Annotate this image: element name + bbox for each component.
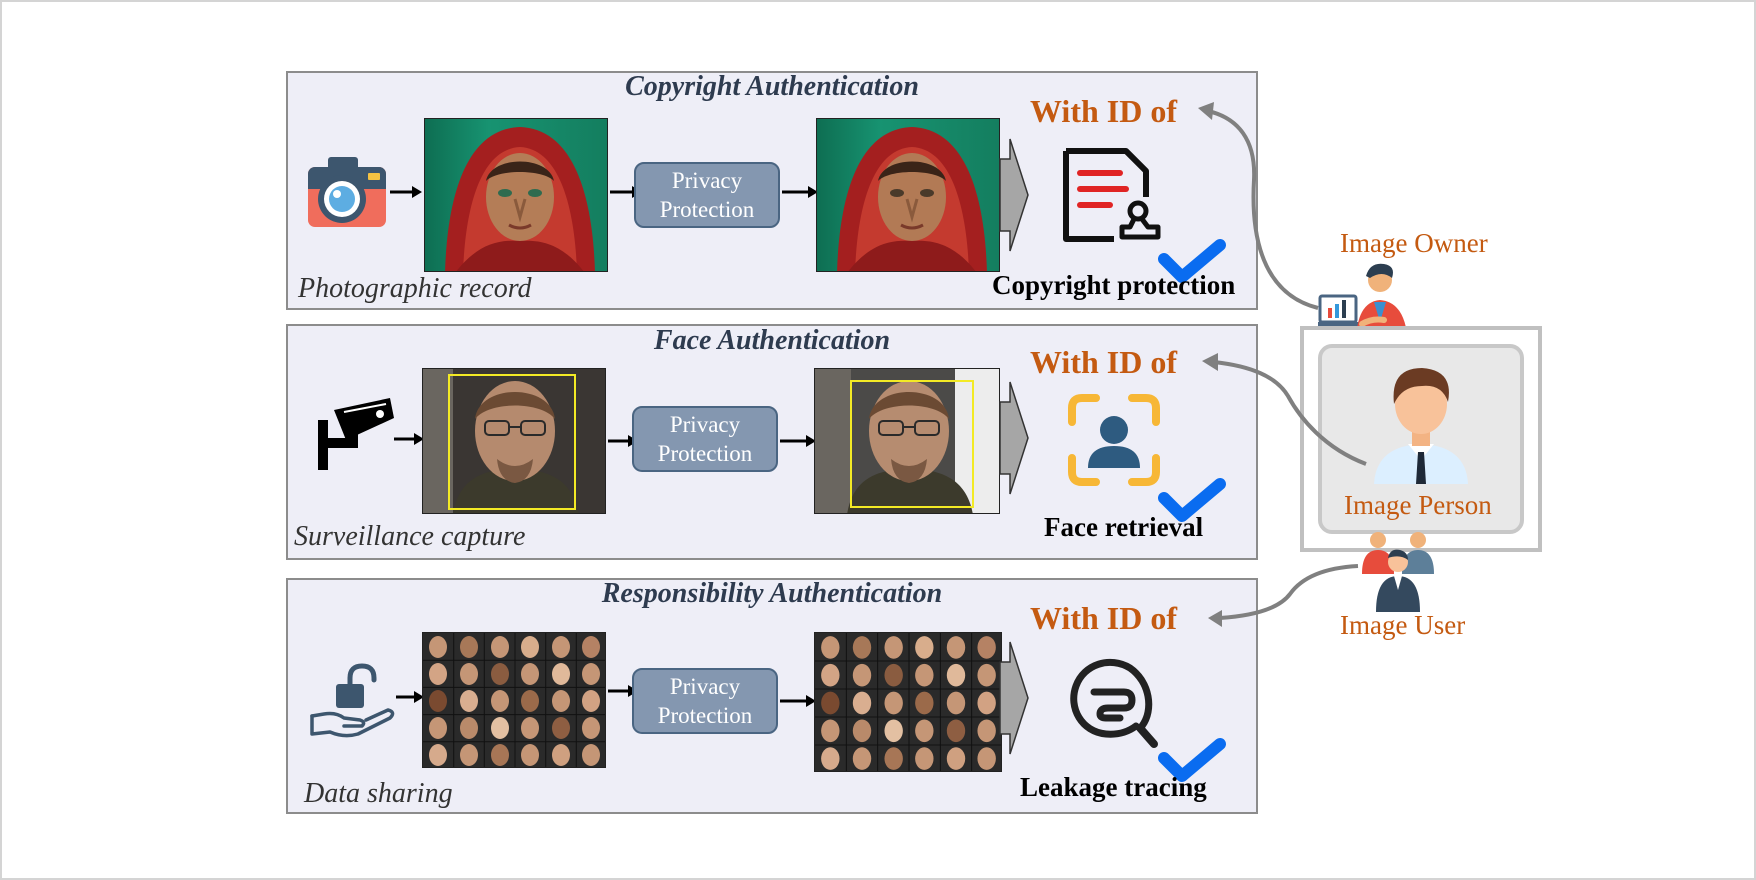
original-photo: [424, 118, 608, 272]
face-scan-icon: [1068, 394, 1160, 486]
panel-title: Face Authentication: [653, 325, 891, 356]
check-icon: [1158, 239, 1226, 283]
image-user-icon: [1362, 532, 1434, 612]
process-label-line: Protection: [657, 703, 753, 728]
camera-icon: [308, 157, 386, 227]
leakage-search-icon: [1070, 658, 1158, 748]
protected-face-photo: [814, 368, 1000, 514]
privacy-protection-box: Privacy Protection: [632, 668, 778, 734]
image-owner-label: Image Owner: [1340, 228, 1488, 258]
with-id-label: With ID of: [1030, 600, 1177, 636]
process-label-line: Protection: [657, 441, 753, 466]
arrow: [390, 186, 422, 198]
with-id-label: With ID of: [1030, 344, 1177, 380]
panel-responsibility: Responsibility Authentication Data shari…: [286, 578, 1258, 814]
image-person-icon: [1374, 368, 1468, 484]
result-label: Leakage tracing: [1020, 772, 1207, 802]
original-face-photo: [422, 368, 606, 514]
certificate-stamp-icon: [1063, 148, 1161, 242]
panel-subtitle: Data sharing: [304, 778, 453, 809]
result-label: Copyright protection: [992, 270, 1236, 300]
panel-subtitle: Photographic record: [298, 273, 532, 304]
check-icon: [1158, 478, 1226, 522]
panel-title: Responsibility Authentication: [601, 578, 943, 609]
privacy-protection-box: Privacy Protection: [632, 406, 778, 472]
arrowhead: [1208, 610, 1222, 627]
image-person-label: Image Person: [1344, 490, 1492, 520]
arrowhead: [1202, 353, 1218, 371]
hand-unlock-icon: [310, 663, 395, 738]
cctv-camera-icon: [318, 398, 394, 470]
arrowhead: [1198, 102, 1214, 120]
arrow: [396, 691, 424, 703]
output-chevron: [999, 138, 1029, 252]
process-label-line: Privacy: [669, 674, 741, 699]
output-chevron: [999, 641, 1029, 755]
panel-copyright: Copyright Authentication Photographic re…: [286, 71, 1258, 310]
arrow: [782, 186, 818, 198]
arrow: [394, 433, 424, 445]
image-user-label: Image User: [1340, 610, 1466, 640]
face-grid-protected: [814, 632, 1002, 772]
face-grid-original: [422, 632, 606, 768]
panel-face: Face Authentication Surveillance capture: [286, 324, 1258, 560]
protected-photo: [816, 118, 1000, 272]
process-label-line: Privacy: [669, 412, 741, 437]
process-label-line: Protection: [659, 197, 755, 222]
arrow: [780, 695, 816, 707]
result-label: Face retrieval: [1044, 512, 1204, 542]
output-chevron: [999, 381, 1029, 495]
privacy-protection-box: Privacy Protection: [634, 162, 780, 228]
process-label-line: Privacy: [671, 168, 743, 193]
check-icon: [1158, 738, 1226, 782]
panel-title: Copyright Authentication: [625, 71, 919, 102]
arrow: [780, 435, 816, 447]
panel-subtitle: Surveillance capture: [294, 521, 526, 552]
with-id-label: With ID of: [1030, 93, 1177, 129]
